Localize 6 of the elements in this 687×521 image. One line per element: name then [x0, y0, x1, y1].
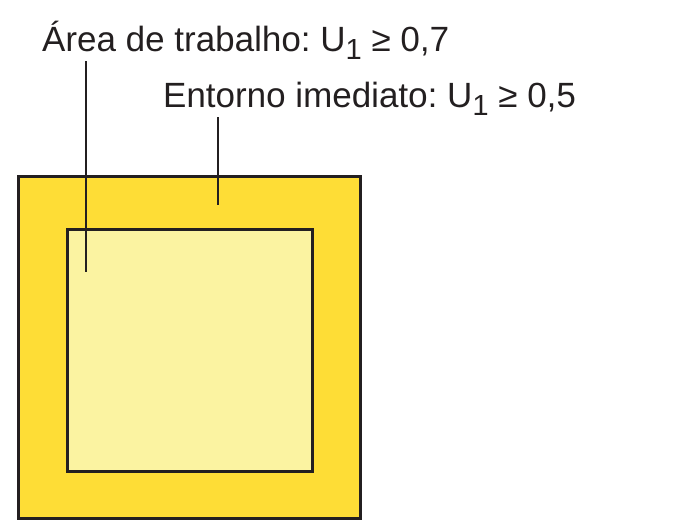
outer-square [17, 175, 362, 520]
area-label: Área de trabalho: U$_{1}$ ≥ 0,7 [42, 20, 450, 59]
leader-line [217, 117, 219, 205]
inner-square [66, 228, 314, 473]
leader-line [85, 61, 87, 272]
area-label: Entorno imediato: U$_{1}$ ≥ 0,5 [163, 76, 576, 115]
